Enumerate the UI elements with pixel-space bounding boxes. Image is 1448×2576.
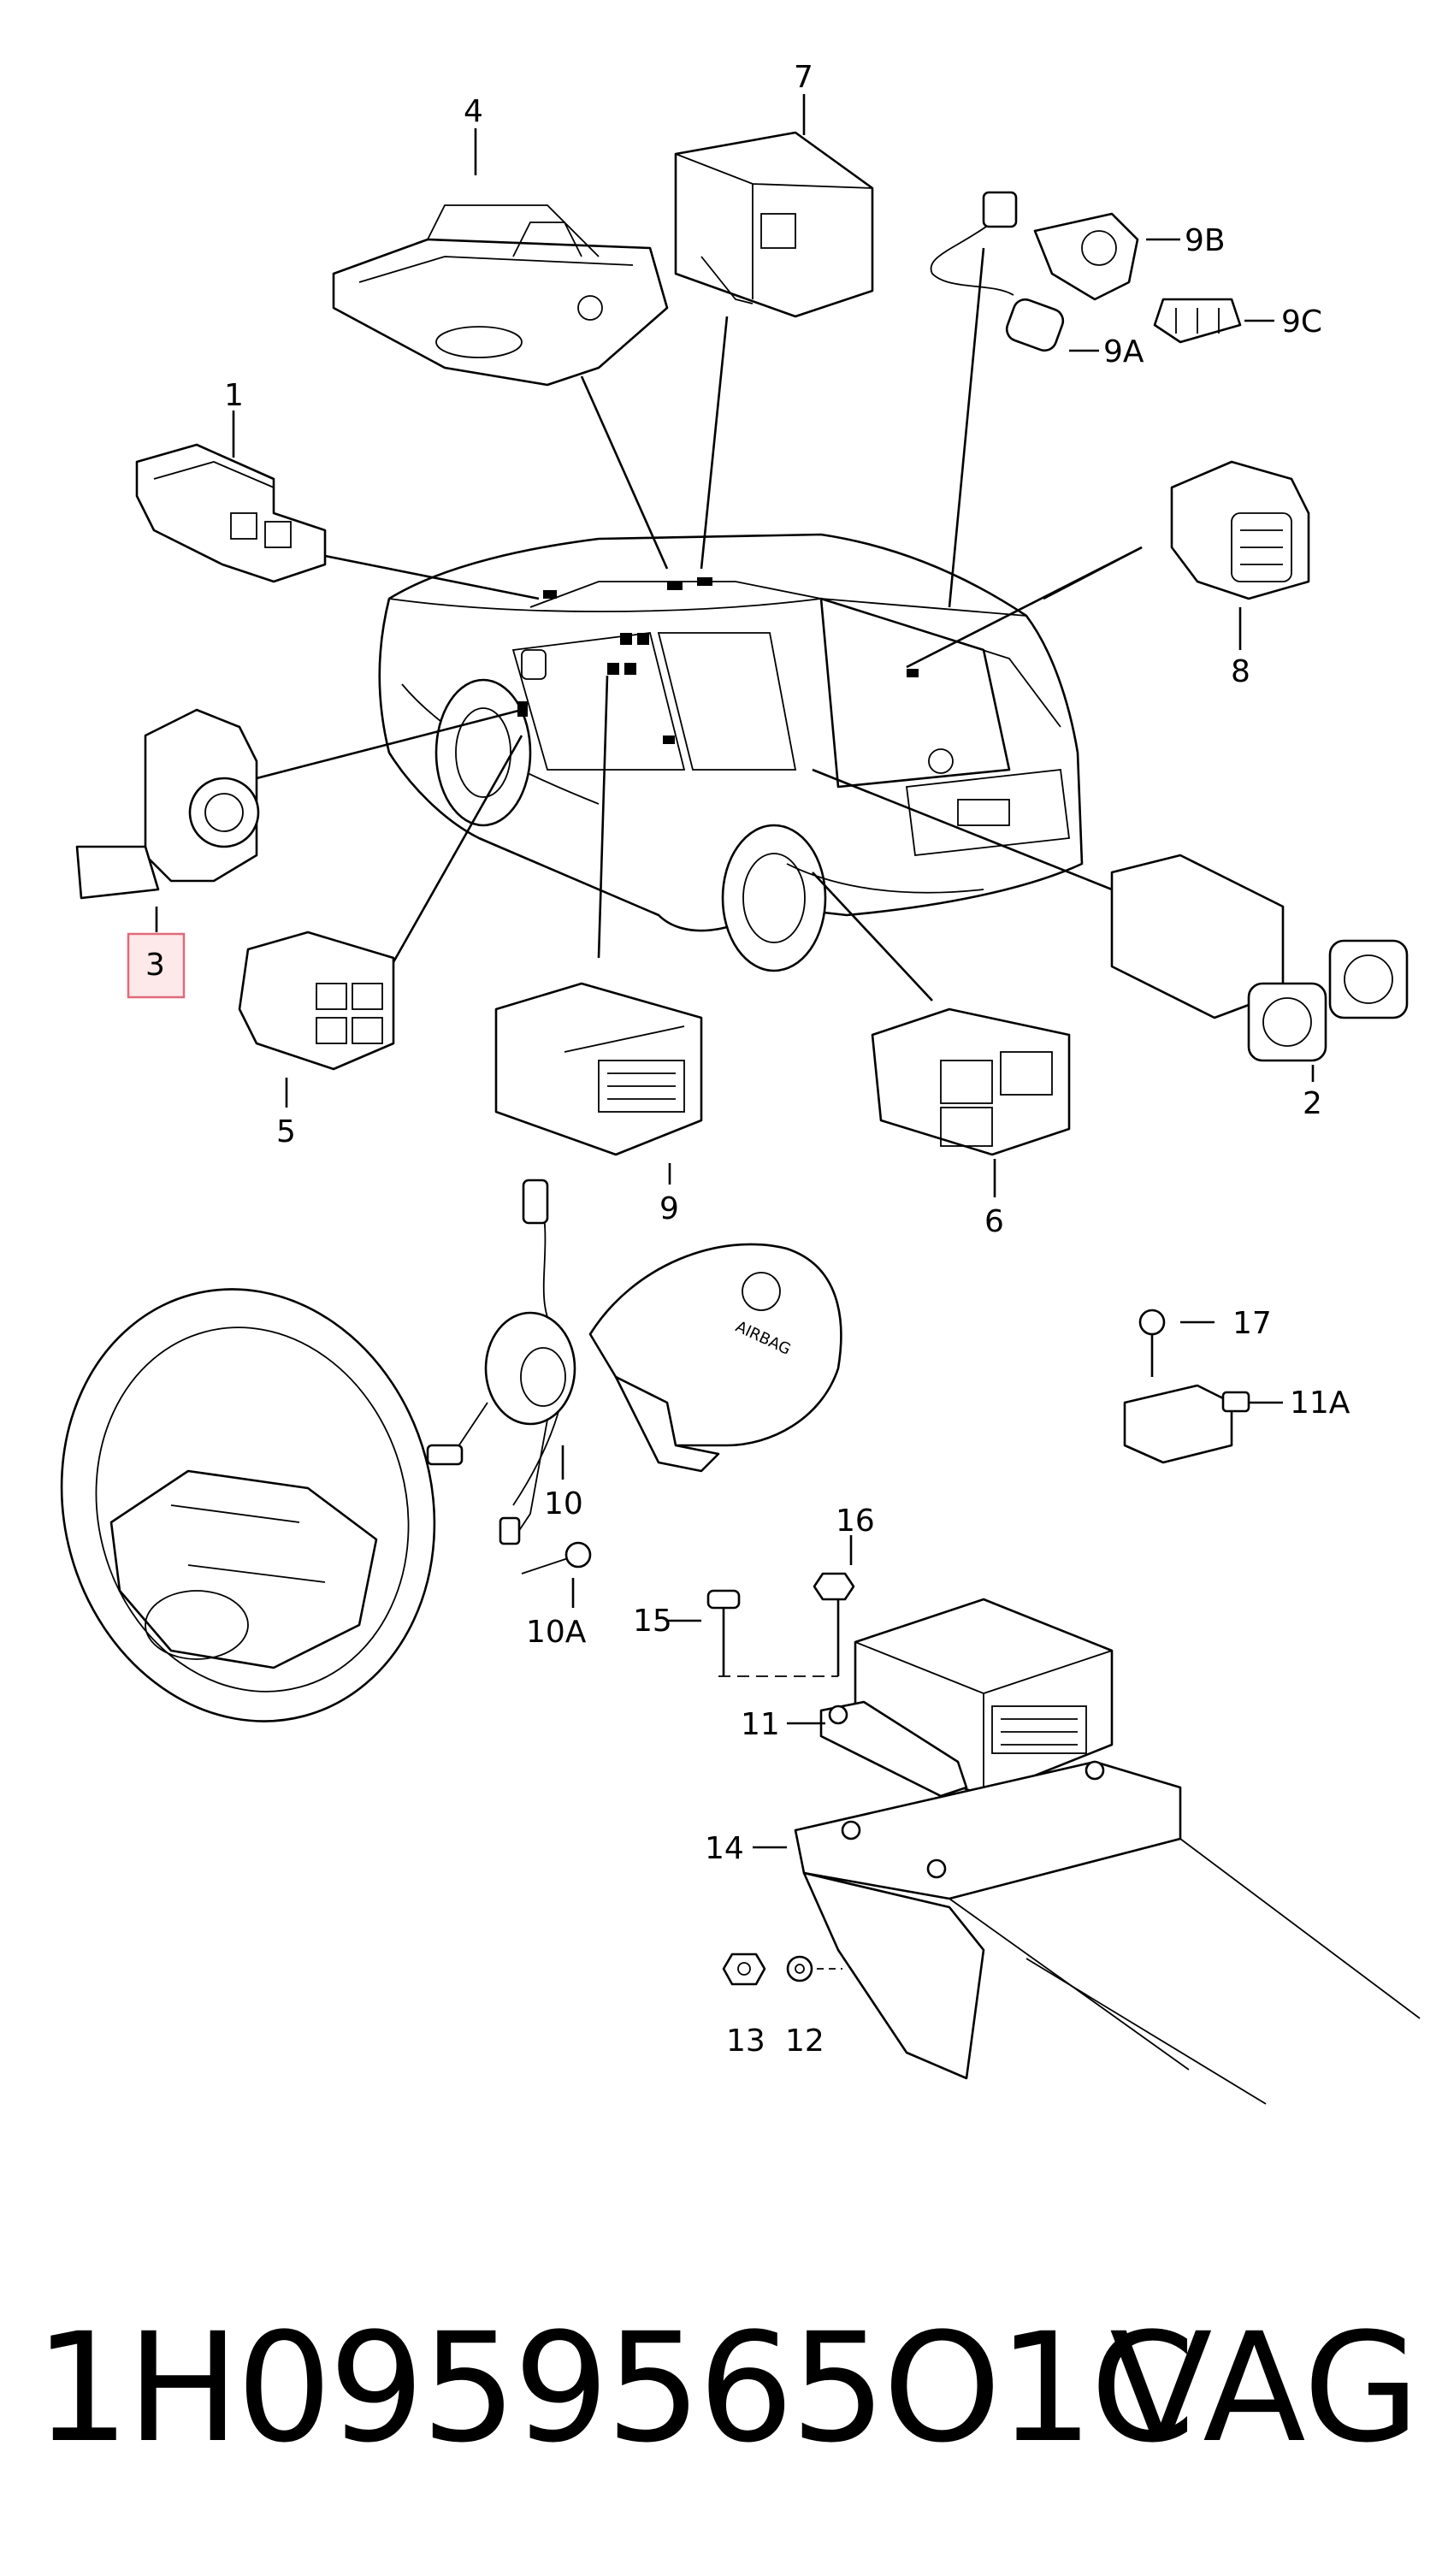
part-13-nut: [722, 1953, 766, 1986]
footer: 1H0959565O1C VAG: [34, 2301, 1420, 2497]
part-17-bolt-and-11A-sensor: [1123, 1309, 1283, 1464]
part-number: 1H0959565O1C: [34, 2301, 1196, 2476]
label-17: 17: [1232, 1306, 1272, 1341]
callout-labels: 4 7 9B 9C 9A 1 8 3 5 9 6 2 17 11A 10 16 …: [145, 60, 1350, 2059]
car-illustration: [378, 533, 1084, 972]
label-8: 8: [1231, 654, 1250, 689]
label-9C: 9C: [1281, 304, 1322, 340]
part-16-nut: [813, 1535, 855, 1601]
label-13: 13: [726, 2024, 765, 2059]
part-5-window-switch: [238, 931, 395, 1108]
label-12: 12: [785, 2024, 824, 2059]
label-1: 1: [224, 378, 244, 413]
label-6: 6: [984, 1204, 1004, 1239]
part-10-clock-spring: [426, 1179, 576, 1545]
part-10A-screw: [521, 1541, 592, 1608]
label-16: 16: [836, 1504, 875, 1539]
label-3: 3: [145, 948, 165, 983]
part-4-module: [332, 128, 669, 387]
part-15-bolt: [667, 1589, 741, 1676]
leader-lines: [256, 247, 1143, 1001]
brand-name: VAG: [1109, 2301, 1420, 2476]
part-11-airbag-control-unit: [718, 1582, 1114, 1798]
part-3-clockspring-connector: [75, 708, 260, 932]
part-8-connector: [1170, 460, 1310, 650]
label-5: 5: [276, 1114, 296, 1149]
part-12-washer: [786, 1955, 842, 1982]
label-11: 11: [741, 1707, 780, 1742]
label-7: 7: [794, 60, 813, 95]
part-1-switch: [135, 411, 327, 583]
airbag-module: AIRBAG: [588, 1243, 842, 1473]
label-11A: 11A: [1290, 1385, 1350, 1421]
label-9B: 9B: [1185, 223, 1226, 258]
label-9A: 9A: [1103, 334, 1144, 369]
label-2: 2: [1303, 1086, 1322, 1121]
part-9-control-unit: [494, 982, 703, 1185]
label-9: 9: [659, 1191, 679, 1226]
label-4: 4: [464, 94, 483, 129]
part-14-console-bracket: [753, 1760, 1421, 2105]
part-9-sensor-group: [930, 191, 1274, 352]
label-10: 10: [544, 1486, 583, 1521]
label-14: 14: [705, 1831, 744, 1866]
label-10A: 10A: [526, 1615, 587, 1650]
part-6-window-switch: [871, 1007, 1071, 1197]
steering-wheel: [60, 1288, 436, 1722]
part-2-side-airbag-sensors: [1110, 854, 1409, 1082]
highlight-box: [127, 932, 186, 999]
label-15: 15: [633, 1604, 672, 1639]
part-7-control-box: [674, 94, 874, 318]
